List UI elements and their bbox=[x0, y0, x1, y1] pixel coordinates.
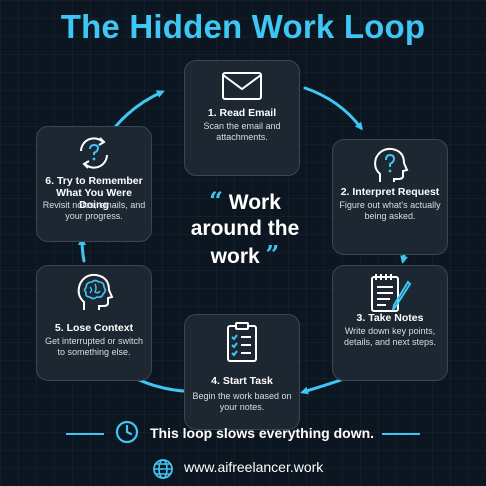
footer-divider-left bbox=[66, 433, 104, 435]
head-brain-icon bbox=[37, 272, 151, 312]
website-link[interactable]: www.aifreelancer.work bbox=[184, 459, 324, 475]
center-line-1: Work bbox=[228, 191, 281, 214]
step-card-try-to-remember: 6. Try to Remember What You Were Doing R… bbox=[36, 126, 152, 242]
step-description: Begin the work based on your notes. bbox=[192, 391, 292, 412]
step-title: 3. Take Notes bbox=[356, 312, 424, 324]
step-description: Write down key points, details, and next… bbox=[343, 326, 437, 347]
step-card-interpret-request: 2. Interpret Request Figure out what's a… bbox=[332, 139, 448, 255]
head-question-icon bbox=[333, 146, 447, 186]
notepad-pen-icon bbox=[333, 272, 447, 312]
arrow-6-to-1 bbox=[114, 90, 165, 128]
center-line-3: work bbox=[210, 245, 260, 268]
step-description: Get interrupted or switch to something e… bbox=[44, 336, 144, 357]
footer-divider-right bbox=[382, 433, 420, 435]
step-card-take-notes: 3. Take Notes Write down key points, det… bbox=[332, 265, 448, 381]
center-line-2: around the bbox=[190, 217, 300, 240]
step-description: Scan the email and attachments. bbox=[203, 121, 281, 142]
page-title: The Hidden Work Loop bbox=[60, 8, 426, 45]
step-description: Revisit notes, emails, and your progress… bbox=[42, 200, 146, 221]
center-quote: “ Work around the work ” bbox=[170, 188, 320, 270]
step-title: 5. Lose Context bbox=[54, 322, 134, 334]
step-card-read-email: 1. Read Email Scan the email and attachm… bbox=[184, 60, 300, 176]
step-title: 1. Read Email bbox=[207, 107, 277, 119]
step-description: Figure out what's actually being asked. bbox=[339, 200, 441, 221]
arrow-1-to-2 bbox=[303, 86, 363, 131]
step-title: 4. Start Task bbox=[211, 375, 273, 387]
clock-icon bbox=[115, 420, 139, 444]
clipboard-checklist-icon bbox=[185, 321, 299, 362]
envelope-icon bbox=[185, 67, 299, 107]
open-quote-mark: “ bbox=[209, 186, 223, 215]
step-card-start-task: 4. Start Task Begin the work based on yo… bbox=[184, 314, 300, 430]
cycle-question-icon bbox=[37, 133, 151, 173]
step-title: 6. Try to Remember What You Were Doing bbox=[45, 175, 143, 211]
step-card-lose-context: 5. Lose Context Get interrupted or switc… bbox=[36, 265, 152, 381]
footer-tagline: This loop slows everything down. bbox=[150, 425, 375, 441]
globe-icon bbox=[153, 459, 173, 479]
close-quote-mark: ” bbox=[265, 240, 280, 269]
arrow-5-to-6 bbox=[78, 237, 87, 263]
step-title: 2. Interpret Request bbox=[340, 186, 440, 198]
